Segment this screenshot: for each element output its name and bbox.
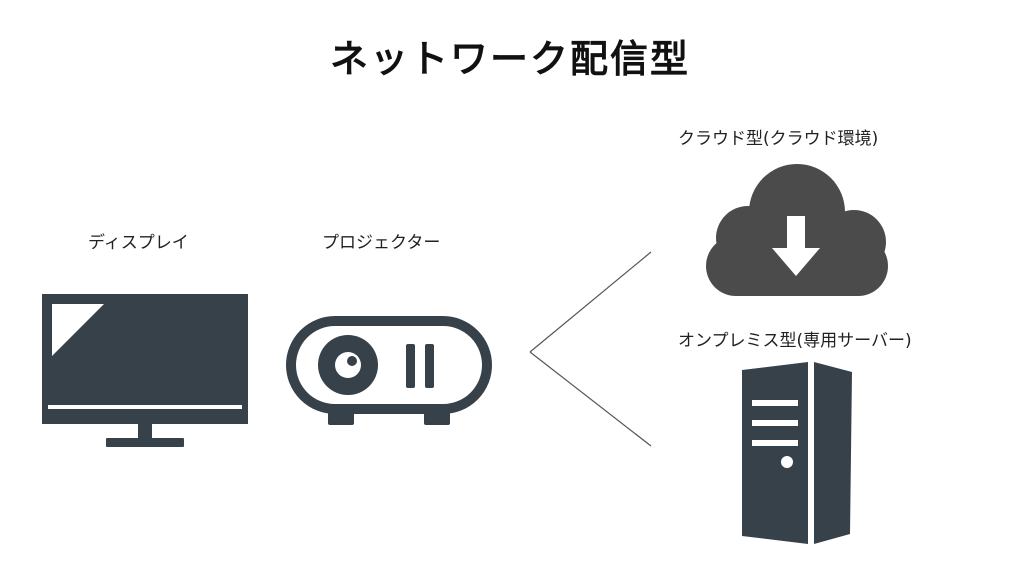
projector-label: プロジェクター <box>322 233 441 253</box>
onpremise-label: オンプレミス型(専用サーバー) <box>678 331 912 351</box>
monitor-icon <box>42 294 248 447</box>
cloud-download-icon <box>706 164 888 296</box>
page-title: ネットワーク配信型 <box>329 37 690 81</box>
display-label: ディスプレイ <box>88 233 189 253</box>
server-tower-icon <box>742 362 852 544</box>
connector-lines <box>529 251 652 447</box>
cloud-label: クラウド型(クラウド環境) <box>678 129 879 149</box>
projector-icon <box>286 316 492 425</box>
